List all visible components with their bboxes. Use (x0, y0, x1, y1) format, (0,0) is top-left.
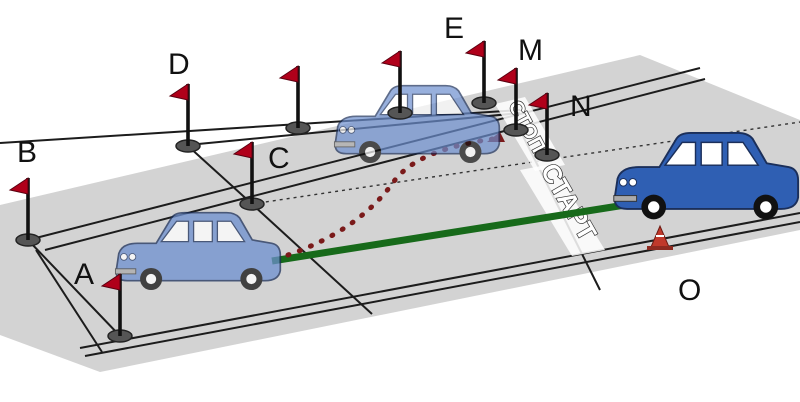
label-d: D (168, 48, 190, 81)
traffic-cone-icon (647, 224, 673, 250)
label-a: A (74, 258, 94, 291)
flag-icon (169, 83, 201, 153)
label-b: B (17, 136, 37, 169)
dotted-line (251, 121, 800, 205)
test-area-pad (0, 55, 800, 372)
flag-icon (279, 65, 311, 135)
label-o: O (678, 274, 701, 307)
label-c: C (268, 142, 290, 175)
straight-path (271, 201, 626, 265)
label-m: M (518, 34, 543, 67)
label-n: N (570, 90, 592, 123)
label-e: E (444, 12, 464, 45)
